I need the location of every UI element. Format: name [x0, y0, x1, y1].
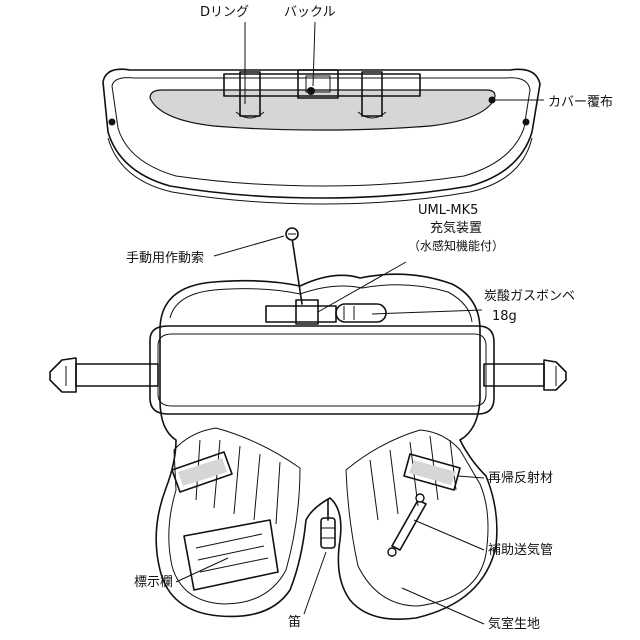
opened-inflatable: [49, 227, 567, 620]
label-chamber-fabric: 気室生地: [488, 616, 540, 632]
label-d-ring: Dリング: [200, 5, 249, 20]
label-label-panel: 標示欄: [134, 574, 173, 590]
closed-pouch: [102, 68, 541, 205]
label-buckle: バックル: [284, 5, 336, 20]
label-co2-size: 18g: [492, 309, 517, 324]
label-co2-cylinder: 炭酸ガスボンベ: [484, 289, 575, 304]
label-inflator-note: （水感知機能付）: [408, 238, 504, 253]
label-whistle: 笛: [288, 614, 301, 630]
snap-dot: [108, 118, 116, 126]
label-reflector: 再帰反射材: [488, 470, 553, 486]
label-inflator: 充気装置: [430, 220, 482, 236]
snap-dot: [488, 96, 496, 104]
label-oral-tube: 補助送気管: [488, 542, 553, 558]
label-model-name: UML-MK5: [418, 203, 478, 218]
snap-dot: [522, 118, 530, 126]
label-cover-fabric: カバー覆布: [548, 95, 613, 110]
label-manual-cord: 手動用作動索: [126, 251, 204, 266]
